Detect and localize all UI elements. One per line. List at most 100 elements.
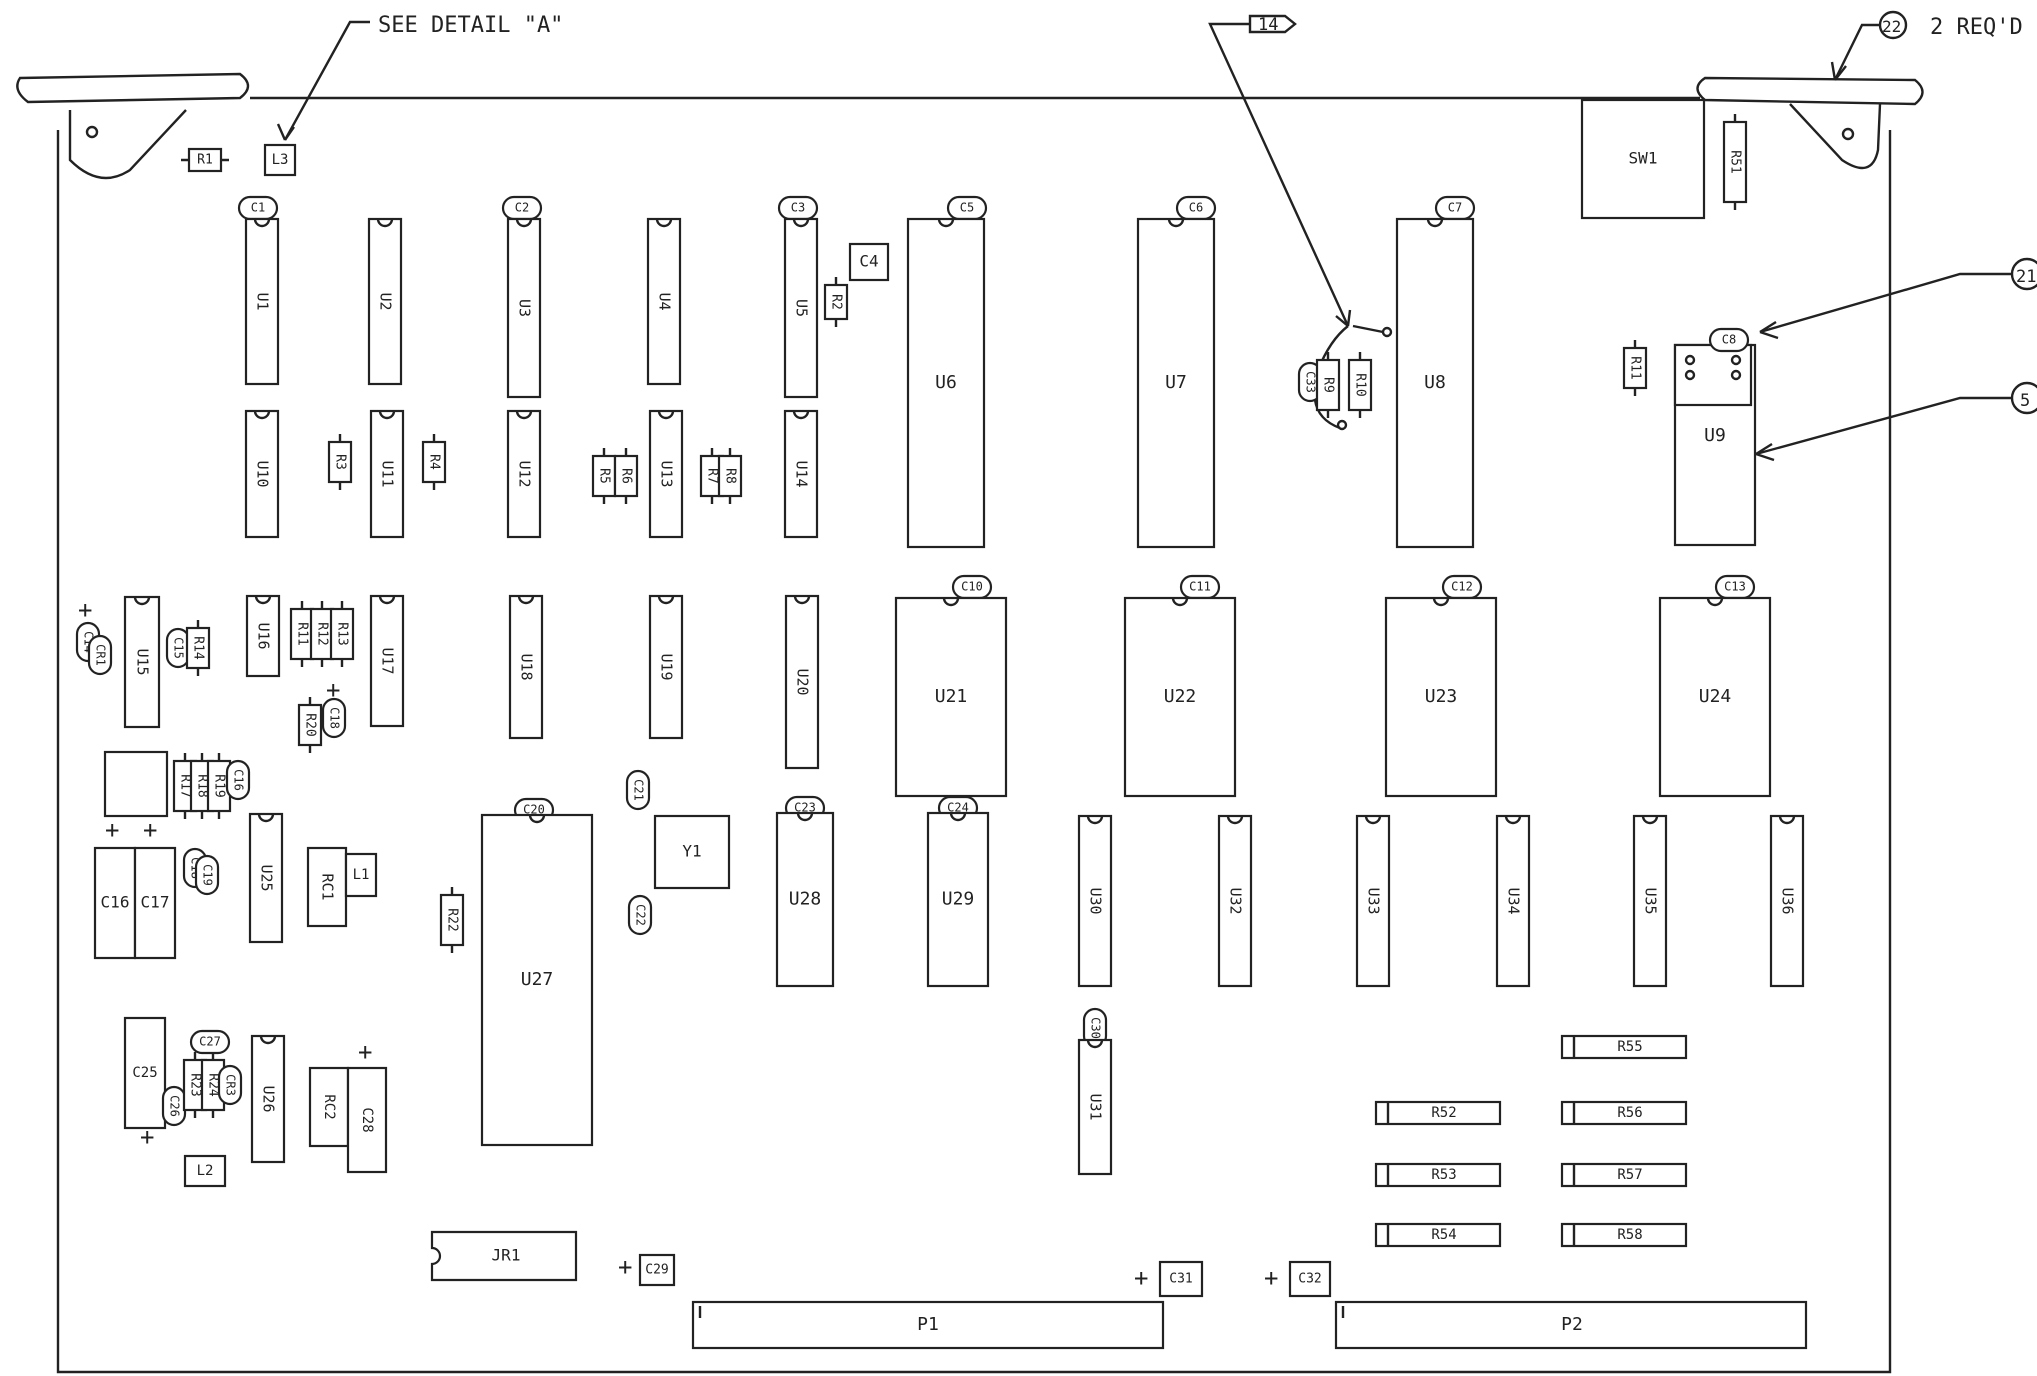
cap-c19: C19 [194,854,220,896]
res-r53: R53 [1374,1162,1502,1188]
label-r5: R5 [597,468,612,484]
res-r58: R58 [1560,1222,1688,1248]
ic-u4: U4 [646,217,682,386]
label-u33: U33 [1365,887,1383,914]
label-c25: C25 [132,1065,157,1081]
cap-c7: C7 [1434,195,1476,221]
label-u4: U4 [656,292,674,310]
label-r14: R14 [191,636,206,660]
label-r22: R22 [445,908,460,931]
label-c17: C17 [141,893,170,912]
cap-c26: C26 [161,1085,187,1127]
label-r10: R10 [1353,373,1368,396]
ic-u18: U18 [508,594,544,740]
cap-c12: C12 [1441,574,1483,600]
label-u15: U15 [134,648,152,675]
ic-u24: U24 [1658,596,1772,798]
res-r57: R57 [1560,1162,1688,1188]
polarity-plus-mark: + [618,1253,632,1281]
label-c10: C10 [961,580,983,594]
box-c25: C25 [123,1016,167,1130]
label-u10: U10 [254,460,272,487]
cap-c11: C11 [1179,574,1221,600]
label-r1: R1 [197,153,213,168]
cap-c8: C8 [1708,327,1750,353]
label-c1: C1 [251,201,265,215]
polarity-plus-mark: + [1134,1264,1148,1292]
cap-c2: C2 [501,195,543,221]
res-r9: R9 [1315,352,1341,418]
label-l3: L3 [272,152,289,168]
res-r56: R56 [1560,1100,1688,1126]
label-c18: C18 [328,707,342,729]
callout-item-22-label: 22 [1882,17,1901,36]
box-l3: L3 [263,143,297,177]
label-c32: C32 [1298,1272,1321,1287]
callout-item-5x: 5 [1755,381,2037,462]
box-c29: C29 [638,1253,676,1287]
connector-p2: P2 [1334,1300,1808,1350]
label-u25: U25 [258,864,276,891]
res-r12: R12 [309,601,335,667]
ic-u16: U16 [245,594,281,678]
label-u13: U13 [658,460,676,487]
label-u35: U35 [1642,887,1660,914]
polarity-plus-mark: + [358,1038,372,1066]
connector-p1: P1 [691,1300,1165,1350]
label-c24: C24 [947,801,969,815]
ic-u32: U32 [1217,814,1253,988]
label-u7: U7 [1165,372,1187,393]
ic-u28: U28 [775,811,835,988]
ic-u25: U25 [248,812,284,944]
label-c29: C29 [645,1263,668,1278]
label-r55: R55 [1617,1039,1642,1055]
ic-u10: U10 [244,409,280,539]
res-r3: R3 [327,434,353,490]
label-u29: U29 [942,889,975,910]
box-sw1: SW1 [1580,98,1706,220]
label-c26: C26 [168,1095,182,1117]
label-c12: C12 [1451,580,1473,594]
label-c4: C4 [859,252,878,271]
label-c21: C21 [632,779,646,801]
ic-u22: U22 [1123,596,1237,798]
label-u17: U17 [379,647,397,674]
ic-u14: U14 [783,409,819,539]
label-u19: U19 [658,653,676,680]
ic-u20: U20 [784,594,820,770]
box-y1: Y1 [653,814,731,890]
label-u32: U32 [1227,887,1245,914]
label-r56: R56 [1617,1105,1642,1121]
ic-u12: U12 [506,409,542,539]
cap-c15: C15 [165,627,191,669]
label-p1: P1 [917,1314,939,1335]
ic-u6: U6 [906,217,986,549]
cap-c5: C5 [946,195,988,221]
label-u26: U26 [260,1085,278,1112]
label-u22: U22 [1164,686,1197,707]
res-r14: R14 [185,620,211,676]
box-c31: C31 [1158,1260,1204,1298]
cap-c13: C13 [1714,574,1756,600]
label-c5: C5 [960,201,974,215]
ic-u27: U27 [480,813,594,1147]
cap-cr1: CR1 [87,634,113,676]
label-c6: C6 [1189,201,1203,215]
label-u21: U21 [935,686,968,707]
ic-u7: U7 [1136,217,1216,549]
label-c22: C22 [634,904,648,926]
ic-u17: U17 [369,594,405,728]
label-r7: R7 [705,468,720,484]
callout-item-14-label: 14 [1258,15,1278,35]
label-u28: U28 [789,889,822,910]
label-y1: Y1 [682,842,701,861]
label-r19: R19 [212,774,227,797]
label-u24: U24 [1699,686,1732,707]
label-u16: U16 [255,622,273,649]
label-cr1: CR1 [94,644,108,666]
label-u9: U9 [1704,425,1726,446]
label-r51: R51 [1728,150,1743,173]
ic-u19: U19 [648,594,684,740]
cap-cr3: CR3 [217,1064,243,1106]
